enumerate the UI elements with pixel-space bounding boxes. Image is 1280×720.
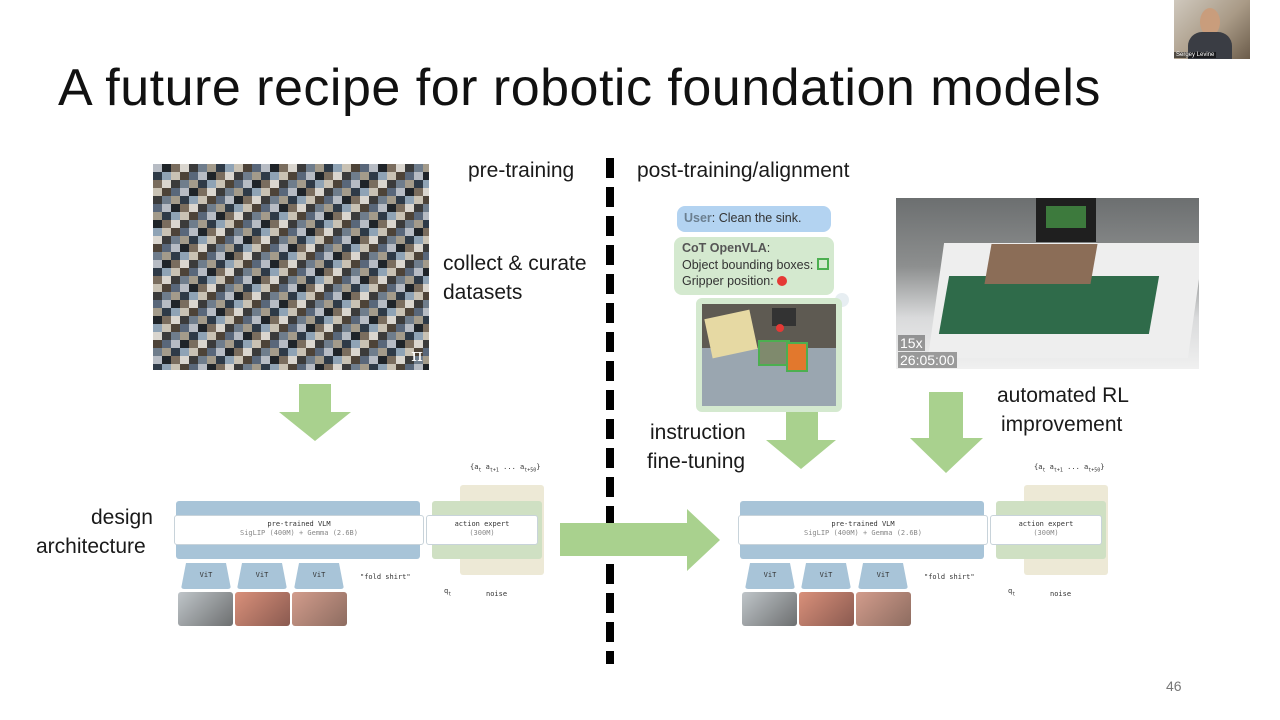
presenter-face (1200, 8, 1220, 36)
cam-image-2 (235, 592, 290, 626)
slide-title: A future recipe for robotic foundation m… (58, 59, 1101, 117)
vit-1-label: ViT (199, 571, 213, 579)
collect-label-line1: collect & curate (443, 252, 587, 275)
noise-label: noise (486, 590, 508, 598)
instruction-label-line2: fine-tuning (647, 450, 746, 473)
cot-openvla-panel: User: Clean the sink. CoT OpenVLA: Objec… (672, 200, 849, 412)
gripper-dot (776, 324, 784, 332)
mosaic-grid (153, 164, 429, 370)
noise-label-r: noise (1050, 590, 1072, 598)
bbox-square-icon (816, 258, 829, 270)
rl-label-line2: improvement (1001, 413, 1123, 436)
collect-label-line2: datasets (443, 281, 523, 304)
robot-rl-video: 15x 26:05:00 (896, 198, 1199, 369)
q-label: qt (444, 587, 452, 598)
gripper-part (1046, 206, 1086, 228)
user-bubble: User: Clean the sink. (677, 206, 831, 232)
action-tokens-r: {at at+1 ... at+50} (1034, 463, 1105, 474)
architecture-diagram-right: pre-trained VLM SigLIP (400M) + Gemma (2… (738, 459, 1110, 629)
pi-logo: π (411, 345, 423, 366)
vlm-title: pre-trained VLM (267, 520, 331, 528)
vit-3-label: ViT (312, 571, 326, 579)
presenter-webcam: Sergey Levine (1174, 0, 1250, 59)
sink-image (696, 298, 842, 412)
vlm-label-box-r: pre-trained VLM SigLIP (400M) + Gemma (2… (738, 515, 988, 545)
action-tokens: {at at+1 ... at+50} (470, 463, 541, 474)
architecture-diagram-left: pre-trained VLM SigLIP (400M) + Gemma (2… (174, 459, 546, 629)
rl-label-line1: automated RL (997, 384, 1129, 407)
bbox-2 (786, 342, 808, 372)
vlm-label-box: pre-trained VLM SigLIP (400M) + Gemma (2… (174, 515, 424, 545)
down-arrow-dataset (279, 384, 351, 441)
expert-title-r: action expert (1018, 520, 1074, 528)
expert-sub: (300M) (469, 529, 495, 537)
cam-image-2-r (799, 592, 854, 626)
expert-title: action expert (454, 520, 510, 528)
vit-2-r: ViT (801, 563, 851, 589)
cam-image-3-r (856, 592, 911, 626)
design-label-line2: architecture (36, 535, 146, 558)
cam-image-1 (178, 592, 233, 626)
user-text: : Clean the sink. (711, 211, 802, 225)
right-arrow-architecture (560, 509, 720, 571)
page-number: 46 (1166, 678, 1182, 694)
gripper-dot-icon (777, 276, 788, 286)
vit-3-r: ViT (858, 563, 908, 589)
presenter-name: Sergey Levine (1174, 52, 1217, 58)
design-label-line1: design (91, 506, 153, 529)
vit-3-label-r: ViT (876, 571, 890, 579)
video-speed: 15x (898, 335, 925, 351)
video-time: 26:05:00 (898, 352, 957, 368)
down-arrow-rl (910, 392, 983, 473)
instruction-label-line1: instruction (650, 421, 746, 444)
vit-1: ViT (181, 563, 231, 589)
vit-2-label-r: ViT (819, 571, 833, 579)
prompt-text-r: "fold shirt" (924, 573, 975, 581)
cam-image-1-r (742, 592, 797, 626)
vit-2: ViT (237, 563, 287, 589)
bbox-line: Object bounding boxes: (682, 258, 814, 272)
circuit-board (938, 276, 1160, 334)
down-arrow-instruction (766, 412, 836, 469)
prompt-text: "fold shirt" (360, 573, 411, 581)
vlm-sub-r: SigLIP (400M) + Gemma (2.6B) (803, 529, 922, 537)
model-colon: : (766, 241, 771, 255)
dashed-divider (606, 158, 614, 664)
gripper-line: Gripper position: (682, 274, 774, 288)
vlm-sub: SigLIP (400M) + Gemma (2.6B) (239, 529, 358, 537)
model-name: CoT OpenVLA (682, 241, 767, 255)
vit-3: ViT (294, 563, 344, 589)
dataset-mosaic-image: π (153, 164, 429, 370)
posttraining-label: post-training/alignment (637, 159, 850, 182)
pcb-stack (984, 244, 1098, 284)
user-prefix: User (684, 211, 712, 225)
expert-label-box: action expert (300M) (426, 515, 538, 545)
vit-2-label: ViT (255, 571, 269, 579)
vit-1-r: ViT (745, 563, 795, 589)
model-bubble: CoT OpenVLA: Object bounding boxes: Grip… (674, 237, 834, 295)
pretraining-label: pre-training (468, 159, 575, 182)
vlm-title-r: pre-trained VLM (831, 520, 895, 528)
expert-sub-r: (300M) (1033, 529, 1059, 537)
cam-image-3 (292, 592, 347, 626)
q-label-r: qt (1008, 587, 1016, 598)
gripper (772, 308, 796, 326)
expert-label-box-r: action expert (300M) (990, 515, 1102, 545)
vit-1-label-r: ViT (763, 571, 777, 579)
